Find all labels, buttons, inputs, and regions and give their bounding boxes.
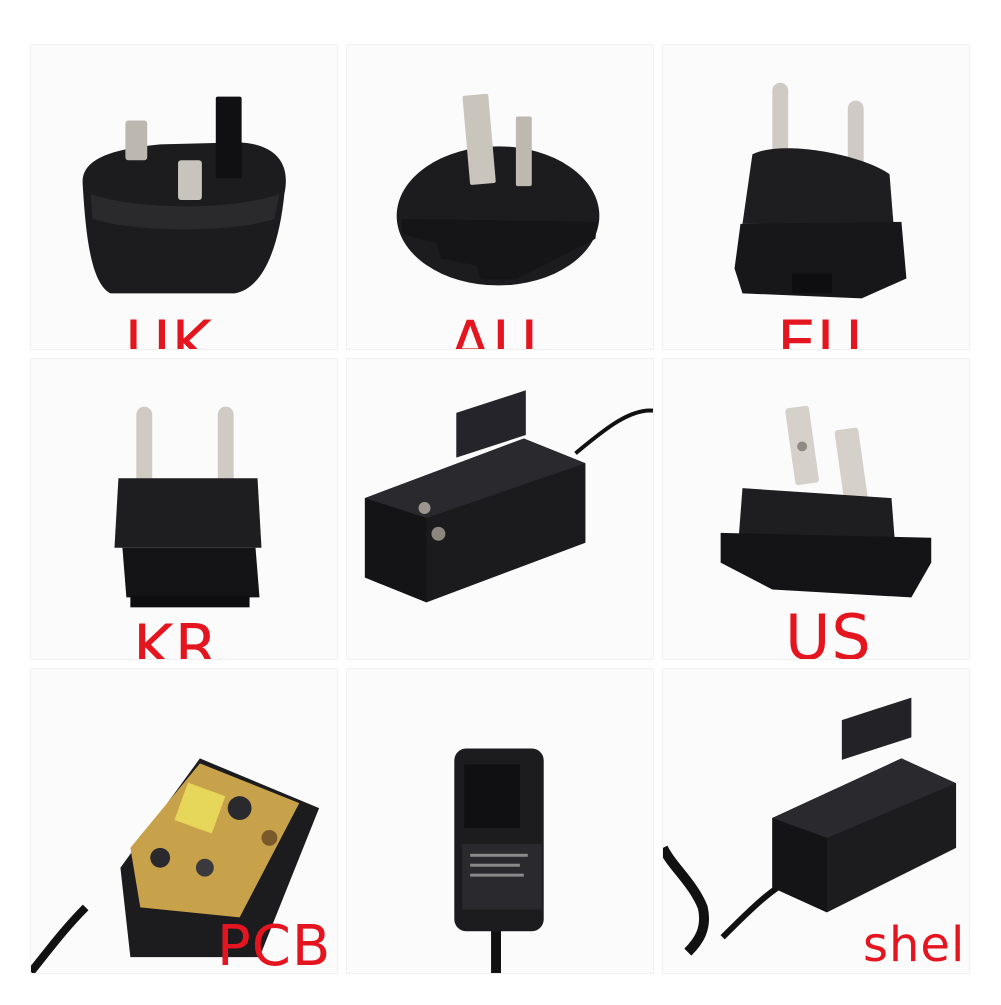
label-shell: shell — [863, 917, 970, 973]
label-eu: EU — [777, 307, 864, 350]
label-kr: KR — [133, 611, 219, 660]
au-plug-image — [396, 93, 600, 286]
label-uk: UK — [125, 307, 214, 350]
tile-wall-adapter — [346, 668, 654, 974]
label-au: AU — [449, 307, 539, 350]
tile-au-plug: AU — [346, 44, 654, 350]
uk-plug-image — [82, 96, 286, 294]
label-pcb: PCB — [217, 914, 332, 974]
tile-eu-plug: EU — [662, 44, 970, 350]
tile-kr-plug: KR — [30, 358, 338, 660]
kr-plug-image — [114, 406, 262, 608]
tile-shell: shell — [662, 668, 970, 974]
tile-us-plug: US — [662, 358, 970, 660]
shell-image — [663, 697, 957, 956]
tile-uk-plug: UK — [30, 44, 338, 350]
eu-plug-image — [734, 82, 907, 299]
tile-adapter-body — [346, 358, 654, 660]
pcb-image — [31, 758, 320, 973]
tile-pcb: PCB — [30, 668, 338, 974]
adapter-body-image — [364, 390, 653, 603]
us-plug-image — [720, 405, 932, 598]
label-us: US — [785, 601, 872, 660]
wall-adapter-image — [454, 748, 544, 973]
